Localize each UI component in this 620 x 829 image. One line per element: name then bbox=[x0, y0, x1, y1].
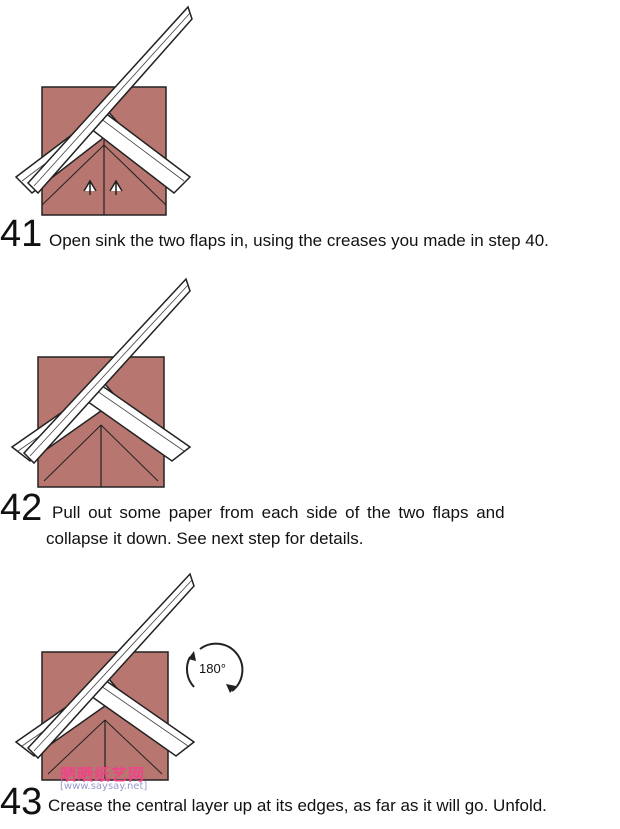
step-42-diagram bbox=[8, 275, 208, 490]
step-instruction-line1: Pull out some paper from each side of th… bbox=[52, 500, 505, 526]
step-instruction-line2: collapse it down. See next step for deta… bbox=[46, 526, 364, 552]
step-instruction: Crease the central layer up at its edges… bbox=[48, 793, 547, 819]
step-43: 180° 晒晒纸艺网 [www.saysay.net] 43 Crease th… bbox=[0, 565, 620, 829]
step-instruction: Open sink the two flaps in, using the cr… bbox=[49, 228, 549, 254]
step-number: 42 bbox=[0, 489, 42, 527]
rotation-label: 180° bbox=[199, 661, 226, 676]
watermark-url: [www.saysay.net] bbox=[60, 781, 147, 792]
step-41-diagram bbox=[10, 5, 210, 225]
step-number: 41 bbox=[0, 215, 42, 253]
step-number: 43 bbox=[0, 783, 42, 821]
step-41: 41 Open sink the two flaps in, using the… bbox=[0, 0, 620, 260]
step-42: 42 Pull out some paper from each side of… bbox=[0, 270, 620, 560]
